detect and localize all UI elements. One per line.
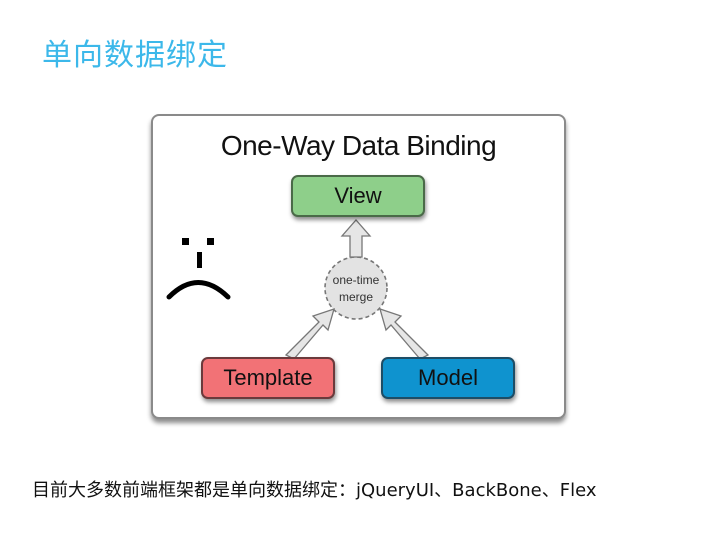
view-node-label: View [334,183,382,208]
diagram-title: One-Way Data Binding [220,130,497,161]
template-node-label: Template [223,365,313,390]
slide-title: 单向数据绑定 [42,38,228,73]
merge-label: one-time merge [321,272,391,306]
arrow-model-to-merge [379,307,430,360]
diagram-graphics [166,219,430,360]
template-node: Template [201,357,335,399]
arrow-template-to-merge [284,307,335,360]
one-way-binding-diagram: One-Way Data Binding View one-time merge… [151,114,566,419]
merge-node [324,256,388,320]
model-node: Model [381,357,515,399]
arrow-merge-to-view [340,219,372,258]
sad-face-icon [166,238,231,300]
slide-caption: 目前大多数前端框架都是单向数据绑定：jQueryUI、BackBone、Flex [32,480,597,501]
merge-label-line2: merge [338,290,373,304]
model-node-label: Model [418,365,478,390]
merge-label-line1: one-time [332,273,380,287]
view-node: View [291,175,425,217]
